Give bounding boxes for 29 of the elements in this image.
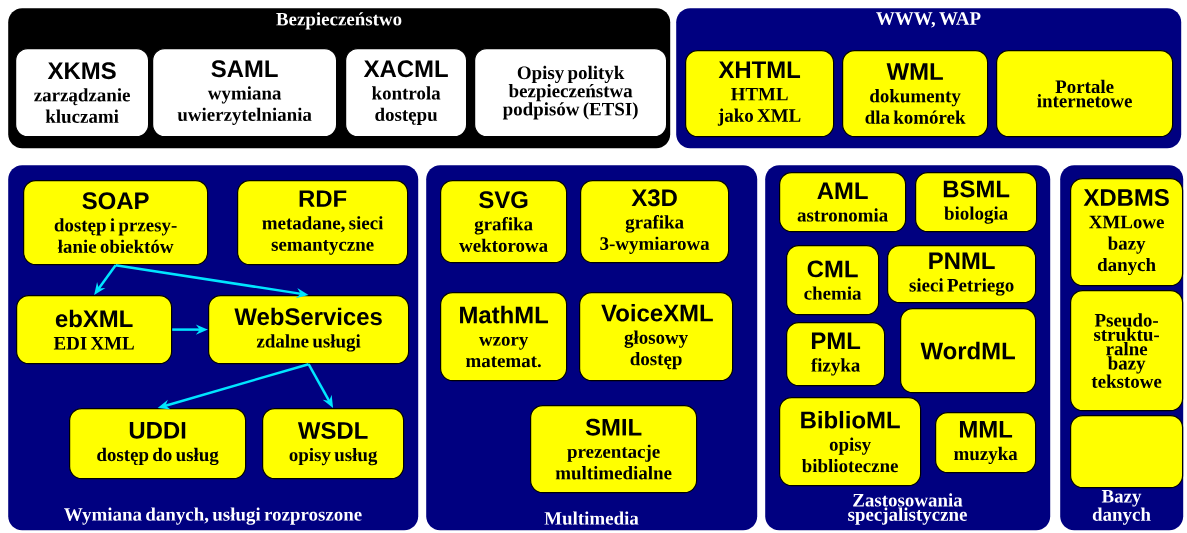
technology-box: MML muzyka — [935, 412, 1037, 474]
technology-box: WebServices zdalne usługi — [208, 295, 410, 365]
technology-box: PML fizyka — [786, 322, 886, 387]
technology-box: ebXML EDI XML — [16, 295, 173, 365]
technology-box: UDDI dostęp do usług — [69, 408, 247, 480]
technology-box: SOAP dostęp i przesy- łanie obiektów — [23, 180, 209, 266]
technology-box: MathML wzory matemat. — [440, 292, 568, 382]
technology-box: XACML kontrola dostępu — [345, 48, 468, 138]
technology-box: VoiceXML głosowy dostęp — [579, 292, 734, 382]
technology-box: RDF metadane, sieci semantyczne — [237, 180, 409, 266]
technology-box: Portale internetowe — [996, 50, 1174, 138]
technology-box: XKMS zarządzanie kluczami — [15, 48, 150, 138]
technology-box: WML dokumenty dla komórek — [842, 50, 989, 138]
technology-box: AML astronomia — [779, 172, 907, 233]
technology-box: SAML wymiana uwierzytelniania — [152, 48, 338, 138]
technology-box: XHTML HTML jako XML — [685, 50, 835, 138]
technology-box: PNML sieci Petriego — [887, 245, 1037, 304]
technology-box: X3D grafika 3-wymiarowa — [580, 180, 730, 264]
technology-box: BSML biologia — [915, 172, 1038, 233]
technology-box: SMIL prezentacje multimedialne — [530, 405, 698, 494]
technology-box: WSDL opisy usług — [262, 408, 405, 480]
technology-box: WordML — [900, 308, 1037, 394]
technology-box: SVG grafika wektorowa — [440, 180, 568, 264]
technology-box: Opisy polityk bezpieczeństwa podpisów (ETSI) — [474, 48, 668, 138]
technology-box: Pseudo- struktu- ralne bazy tekstowe — [1070, 290, 1184, 412]
technology-box: BiblioML opisy biblioteczne — [779, 397, 922, 487]
technology-box: XDBMS XMLowe bazy danych — [1070, 178, 1184, 287]
empty-box — [1070, 415, 1184, 489]
technology-box: CML chemia — [786, 245, 880, 316]
